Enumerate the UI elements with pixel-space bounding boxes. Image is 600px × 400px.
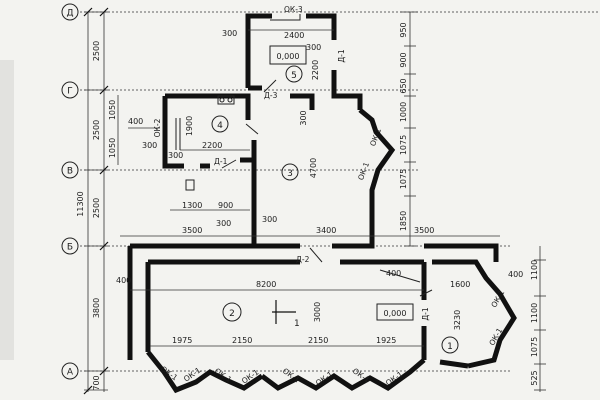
dim-text: 11300 bbox=[76, 191, 85, 216]
dim-text: 1050 bbox=[108, 100, 117, 120]
room-marker-5: 5 bbox=[285, 65, 303, 83]
dim-text: 1075 bbox=[399, 169, 408, 189]
opening-label: ОК-3 bbox=[284, 5, 303, 14]
room-number: 2 bbox=[229, 309, 235, 319]
dim-text: 2200 bbox=[202, 141, 222, 150]
level-mark: 0,000 bbox=[384, 309, 407, 318]
walls bbox=[127, 13, 517, 394]
dim-text: 2150 bbox=[232, 336, 252, 345]
dim-text: 2200 bbox=[311, 60, 320, 80]
dim-text: 1050 bbox=[108, 138, 117, 158]
opening-label: ОК-2 bbox=[153, 118, 162, 137]
dim-text: 1925 bbox=[376, 336, 396, 345]
right-dimension-chain bbox=[400, 11, 546, 392]
room-marker-1: 1 bbox=[441, 336, 459, 354]
dim-text: 3500 bbox=[182, 226, 202, 235]
level-mark: 0,000 bbox=[277, 52, 300, 61]
dim-text: 300 bbox=[222, 29, 237, 38]
axis-bubble-d: Д bbox=[61, 3, 79, 21]
horizontal-dim-lines bbox=[120, 29, 500, 347]
section-mark: 1 bbox=[294, 319, 300, 329]
opening-label: Д-1 bbox=[337, 49, 346, 63]
dim-text: 650 bbox=[399, 78, 408, 93]
opening-label: Д-3 bbox=[264, 91, 278, 100]
level-box-room5 bbox=[269, 45, 307, 65]
dim-text: 525 bbox=[530, 370, 539, 385]
dim-text: 400 bbox=[116, 276, 131, 285]
axis-label: Б bbox=[67, 243, 73, 253]
dim-text: 400 bbox=[386, 269, 401, 278]
axis-bubble-g: Г bbox=[61, 81, 79, 99]
dim-text: 8200 bbox=[256, 280, 276, 289]
axis-bubble-a: А bbox=[61, 362, 79, 380]
opening-label: Д-1 bbox=[214, 157, 228, 166]
dim-text: 3000 bbox=[313, 302, 322, 322]
room-marker-2: 2 bbox=[222, 302, 242, 322]
dim-text: 2150 bbox=[308, 336, 328, 345]
dim-text: 4700 bbox=[309, 158, 318, 178]
axis-label: Д bbox=[66, 9, 73, 19]
room-number: 4 bbox=[217, 121, 223, 131]
left-dimension-chain bbox=[83, 7, 109, 395]
dim-text: 2400 bbox=[284, 31, 304, 40]
dim-text: 900 bbox=[218, 201, 233, 210]
room-number: 3 bbox=[287, 169, 293, 179]
dim-text: 3400 bbox=[316, 226, 336, 235]
dim-text: 400 bbox=[508, 270, 523, 279]
dim-text: 1850 bbox=[399, 211, 408, 231]
dim-text: 400 bbox=[128, 117, 143, 126]
room-number: 1 bbox=[447, 342, 453, 352]
opening-label: Д-1 bbox=[421, 307, 430, 321]
dim-text: 3230 bbox=[453, 310, 462, 330]
dim-text: 300 bbox=[306, 43, 321, 52]
axis-label: Г bbox=[67, 87, 73, 97]
dim-text: 300 bbox=[142, 141, 157, 150]
details bbox=[175, 14, 433, 324]
dim-text: 1600 bbox=[450, 280, 470, 289]
paper-edge-shadow bbox=[0, 60, 14, 360]
axis-bubble-v: В bbox=[61, 161, 79, 179]
dim-text: 1900 bbox=[185, 116, 194, 136]
opening-label: Д-2 bbox=[296, 255, 310, 264]
dim-text: 2500 bbox=[92, 41, 101, 61]
room-marker-4: 4 bbox=[211, 115, 229, 133]
axis-label: А bbox=[67, 368, 74, 378]
dim-text: 900 bbox=[399, 52, 408, 67]
room-marker-3: 3 bbox=[281, 163, 299, 181]
dim-text: 1000 bbox=[399, 102, 408, 122]
axis-label: В bbox=[67, 167, 73, 177]
dim-text: 1300 bbox=[182, 201, 202, 210]
dim-text: 3500 bbox=[414, 226, 434, 235]
dim-text: 1975 bbox=[172, 336, 192, 345]
dim-text: 300 bbox=[216, 219, 231, 228]
dim-text: 950 bbox=[399, 22, 408, 37]
dim-text: 1100 bbox=[530, 260, 539, 280]
dim-text: 1075 bbox=[399, 135, 408, 155]
axis-bubble-b: Б bbox=[61, 237, 79, 255]
dim-text: 3800 bbox=[92, 298, 101, 318]
dim-text: 300 bbox=[168, 151, 183, 160]
dim-text: 2500 bbox=[92, 120, 101, 140]
dim-text: 300 bbox=[299, 110, 308, 125]
dim-text: 1100 bbox=[530, 303, 539, 323]
room-number: 5 bbox=[291, 71, 297, 81]
dim-text: 1075 bbox=[530, 337, 539, 357]
level-box-room1 bbox=[376, 303, 414, 321]
dim-text: 2500 bbox=[92, 198, 101, 218]
dim-text: 300 bbox=[262, 215, 277, 224]
dim-text: 700 bbox=[92, 375, 101, 390]
